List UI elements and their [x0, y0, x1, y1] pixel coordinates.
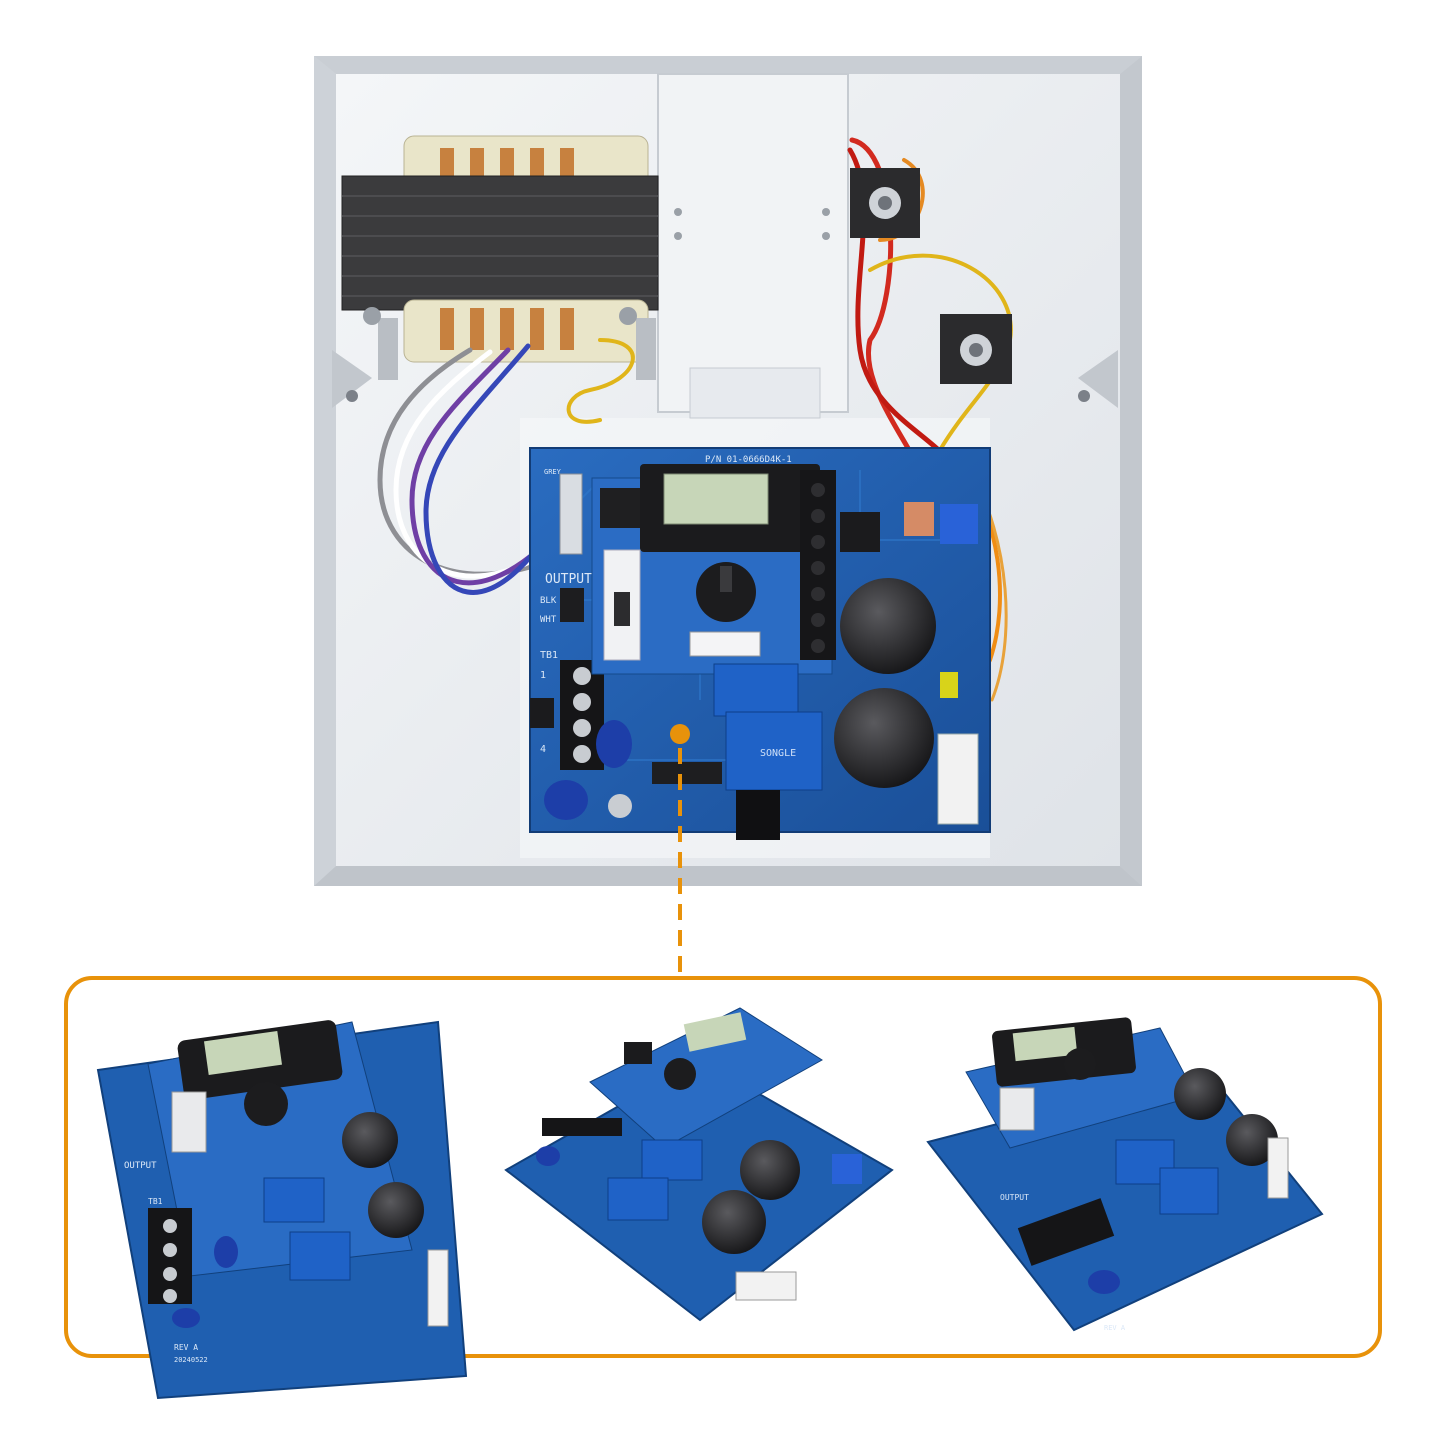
capacitor: [740, 1140, 800, 1200]
relay: [713, 663, 799, 717]
varistor: [596, 720, 632, 768]
revision-label: REV A: [174, 1343, 198, 1352]
rj-jack: [736, 790, 780, 840]
connector-header: [937, 733, 979, 825]
mounting-tab: [332, 350, 372, 408]
board-part-number: P/N 01-0666D4K-1: [705, 455, 792, 465]
rotary-knob: [1064, 1048, 1096, 1080]
mounting-tab: [1078, 350, 1118, 408]
date-code: 20240522: [174, 1356, 208, 1364]
relay: SONGLE: [725, 711, 823, 791]
board-view-side: OUTPUT REV A: [926, 1017, 1324, 1332]
relay-brand: SONGLE: [760, 748, 796, 759]
detail-frame: [64, 976, 1382, 1358]
revision-label: REV A: [1104, 1324, 1126, 1332]
mounting-bracket: [657, 73, 849, 419]
terminal-number: 1: [540, 670, 546, 681]
callout-connector: [670, 724, 690, 978]
output-label: OUTPUT: [1000, 1193, 1029, 1202]
slide-switch: [614, 592, 630, 626]
board-view-top: [504, 1007, 894, 1322]
terminal-block-tb1: [1017, 1198, 1115, 1266]
line-terminal: [850, 168, 920, 238]
capacitor: [834, 688, 934, 788]
tb1-label: TB1: [540, 650, 558, 661]
tb1-label: TB1: [148, 1197, 163, 1206]
transformer-wires: [377, 338, 635, 595]
rotary-knob: [244, 1082, 288, 1126]
lcd-display: [663, 473, 769, 525]
rotary-knob: [664, 1058, 696, 1090]
ic-chip: [652, 762, 722, 784]
display-daughter-board: [591, 464, 836, 675]
terminal-block-tb1: [530, 660, 604, 770]
transformer: [341, 135, 659, 380]
load-terminal: [940, 314, 1012, 384]
lcd-display: [683, 1012, 747, 1052]
output-label: OUTPUT: [124, 1161, 157, 1171]
capacitor: [840, 578, 936, 674]
capacitor: [702, 1190, 766, 1254]
output-label: OUTPUT: [545, 572, 592, 587]
main-control-board: P/N 01-0666D4K-1 OUTPUT TB1 GREY BLK WHT…: [529, 447, 991, 840]
capacitor: [368, 1182, 424, 1238]
varistor: [544, 780, 588, 820]
capacitor: [342, 1112, 398, 1168]
lcd-display: [203, 1031, 283, 1075]
wire-label-wht: WHT: [540, 615, 557, 625]
board-view-front: OUTPUT TB1 REV A 20240522: [96, 1020, 468, 1400]
wire-label-grey: GREY: [544, 468, 562, 476]
capacitor: [1226, 1114, 1278, 1166]
wire-label-blk: BLK: [540, 596, 557, 606]
lcd-display: [1012, 1026, 1078, 1062]
terminal-number: 4: [540, 744, 546, 755]
capacitor: [1174, 1068, 1226, 1120]
